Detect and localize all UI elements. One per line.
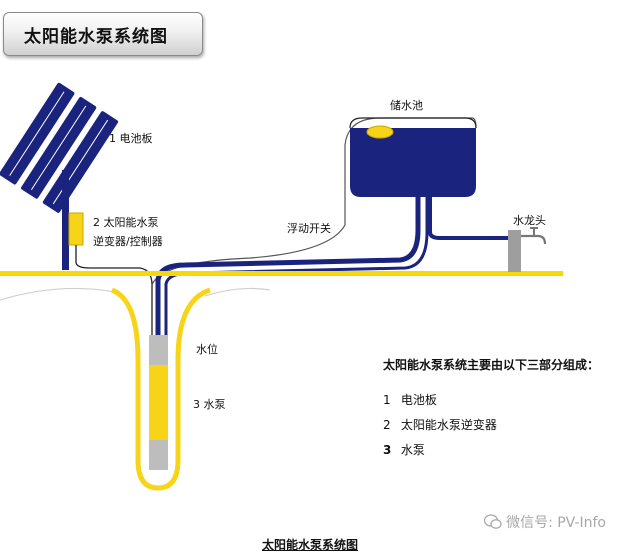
float-switch bbox=[366, 125, 394, 139]
summary-item-text: 电池板 bbox=[400, 393, 437, 407]
title-text: 太阳能水泵系统图 bbox=[24, 26, 168, 47]
summary-item-number: 3 bbox=[383, 443, 392, 457]
inverter-box bbox=[68, 212, 84, 246]
storage-tank bbox=[350, 128, 476, 197]
faucet-pipe bbox=[428, 197, 510, 240]
ground-surface bbox=[0, 271, 563, 276]
caption-text: 太阳能水泵系统图 bbox=[261, 538, 358, 552]
inverter-cable bbox=[75, 245, 153, 340]
summary-item-number: 2 bbox=[383, 418, 391, 432]
outlet-pipe bbox=[155, 190, 421, 340]
summary-item-number: 1 bbox=[383, 393, 391, 407]
wechat-icon bbox=[484, 514, 502, 529]
ground-curve-left bbox=[0, 287, 116, 301]
faucet-icon bbox=[521, 234, 547, 245]
watermark-text: 微信号: PV-Info bbox=[506, 515, 606, 531]
label-faucet: 水龙头 bbox=[513, 214, 546, 227]
summary-item: 3 水泵 bbox=[383, 441, 599, 458]
summary-item-text: 太阳能水泵逆变器 bbox=[400, 418, 497, 432]
label-inverter-line1: 2 太阳能水泵 bbox=[93, 216, 159, 229]
ground-curve-right bbox=[204, 287, 271, 297]
summary-item: 1 电池板 bbox=[383, 391, 599, 408]
label-pump: 3 水泵 bbox=[193, 398, 226, 411]
summary-item: 2 太阳能水泵逆变器 bbox=[383, 416, 599, 433]
summary-heading: 太阳能水泵系统主要由以下三部分组成： bbox=[383, 358, 600, 372]
panel-post bbox=[62, 170, 69, 270]
label-water-level: 水位 bbox=[196, 343, 218, 356]
label-float-switch: 浮动开关 bbox=[287, 222, 331, 235]
summary-block: 太阳能水泵系统主要由以下三部分组成： 1 电池板 2 太阳能水泵逆变器 3 水泵 bbox=[383, 356, 599, 466]
solar-panel bbox=[0, 82, 119, 213]
pump bbox=[149, 365, 168, 440]
label-panel: 1 电池板 bbox=[109, 132, 153, 145]
label-inverter-line2: 逆变器/控制器 bbox=[93, 235, 163, 248]
label-tank: 储水池 bbox=[390, 99, 423, 112]
watermark: 微信号: PV-Info bbox=[484, 512, 606, 532]
title-badge: 太阳能水泵系统图 bbox=[3, 12, 203, 56]
summary-item-text: 水泵 bbox=[400, 443, 425, 457]
diagram-caption: 太阳能水泵系统图 bbox=[0, 536, 620, 553]
tank-top bbox=[349, 117, 477, 129]
faucet-post bbox=[508, 230, 521, 272]
outlet-pipe-2 bbox=[164, 190, 429, 340]
well-casing bbox=[110, 287, 211, 491]
